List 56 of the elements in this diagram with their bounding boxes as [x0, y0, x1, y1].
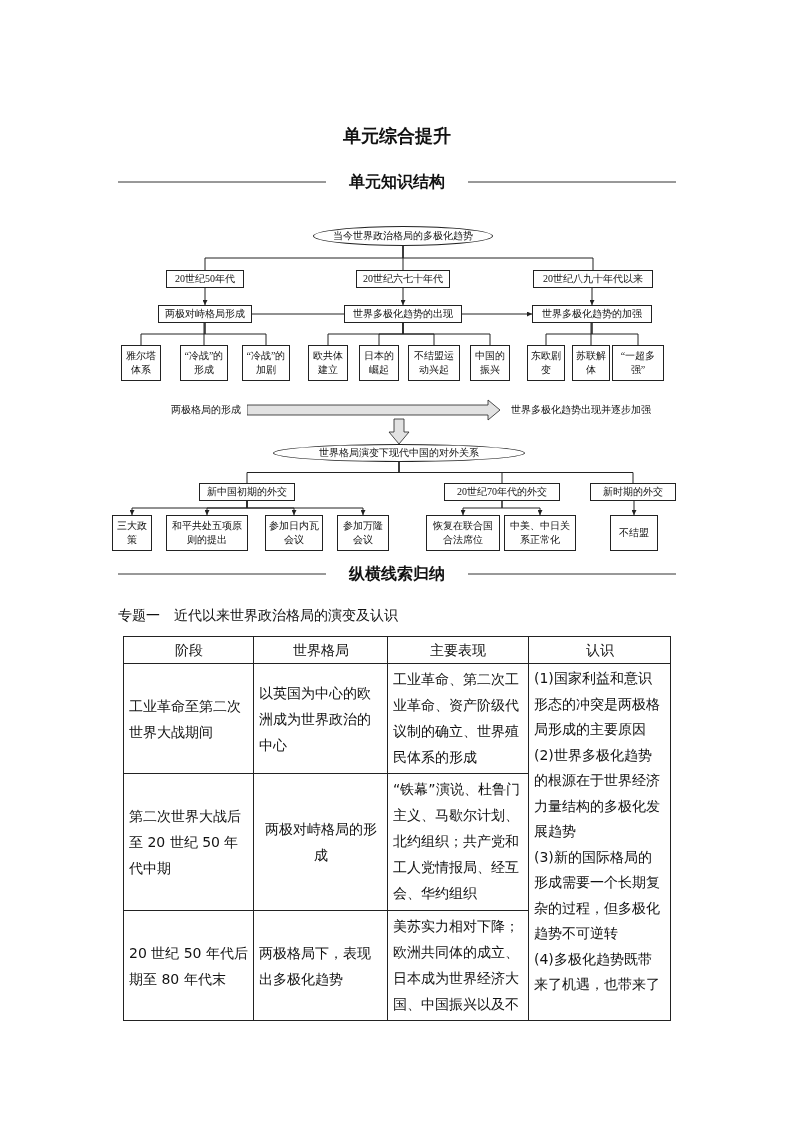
- topic-box: 20世纪50年代: [166, 270, 244, 288]
- topic-box: 恢复在联合国合法席位: [426, 515, 500, 551]
- topic-box: 苏联解体: [572, 345, 610, 381]
- topic-box: “冷战”的形成: [180, 345, 228, 381]
- column-header: 阶段: [123, 636, 254, 664]
- oval-node: 世界格局演变下现代中国的对外关系: [273, 444, 525, 462]
- topic-box: 20世纪八九十年代以来: [533, 270, 653, 288]
- topic-box: 三大政策: [112, 515, 152, 551]
- topic-box: 中国的振兴: [470, 345, 510, 381]
- cell-text: (3)新的国际格局的形成需要一个长期复杂的过程，但多极化趋势不可逆转: [534, 847, 661, 943]
- topic-box: 参加万隆会议: [337, 515, 389, 551]
- topic-box: 不结盟: [610, 515, 658, 551]
- topic-box: 20世纪70年代的外交: [444, 483, 560, 501]
- topic-box: 不结盟运动兴起: [408, 345, 460, 381]
- topic-box: 世界多极化趋势的出现: [344, 305, 462, 323]
- arrow: [501, 500, 543, 516]
- topic-box: 中美、中日关系正常化: [504, 515, 576, 551]
- connector-line: [402, 322, 491, 346]
- connector-line: [251, 313, 345, 315]
- block-arrow: [246, 399, 501, 421]
- connector-line: [204, 322, 267, 346]
- section-heading: 单元知识结构: [348, 171, 446, 193]
- topic-box: 参加日内瓦会议: [265, 515, 323, 551]
- topic-box: 世界多极化趋势的加强: [532, 305, 652, 323]
- page-title: 单元综合提升: [342, 124, 452, 148]
- section-heading: 纵横线索归纳: [347, 563, 446, 585]
- topic-box: 日本的崛起: [359, 345, 399, 381]
- arrow: [202, 287, 208, 306]
- arrow: [246, 500, 366, 516]
- block-arrow: [388, 418, 410, 445]
- topic-heading: 专题一 近代以来世界政治格局的演变及认识: [118, 607, 398, 625]
- topic-box: 20世纪六七十年代: [356, 270, 450, 288]
- cell-text: (1)国家利益和意识形态的冲突是两极格局形成的主要原因: [534, 669, 661, 739]
- cell-text: (2)世界多极化趋势的根源在于世界经济力量结构的多极化发展趋势: [534, 745, 661, 841]
- arrow: [589, 287, 595, 306]
- topic-box: 两极对峙格局形成: [158, 305, 252, 323]
- topic-box: 新中国初期的外交: [199, 483, 295, 501]
- topic-box: “一超多强”: [612, 345, 664, 381]
- topic-box: 新时期的外交: [590, 483, 676, 501]
- arrow: [461, 311, 533, 317]
- column-header: 认识: [528, 636, 671, 664]
- topic-box: 欧共体建立: [308, 345, 348, 381]
- topic-box: 东欧剧变: [527, 345, 565, 381]
- connector-line: [591, 322, 639, 346]
- cell-text: (4)多极化趋势既带来了机遇，也带来了: [534, 949, 661, 994]
- connector-line: [402, 245, 594, 271]
- arrow: [631, 500, 637, 516]
- connector-line: [398, 461, 634, 484]
- connector-line: [203, 322, 205, 346]
- arrow: [400, 287, 406, 306]
- connector-line: [590, 322, 592, 346]
- topic-box: 雅尔塔体系: [121, 345, 161, 381]
- topic-box: 和平共处五项原则的提出: [166, 515, 248, 551]
- table-cell: 20 世纪 50 年代后期至 80 年代末: [123, 910, 254, 1021]
- oval-node: 当今世界政治格局的多极化趋势: [313, 226, 493, 246]
- topic-box: “冷战”的加剧: [242, 345, 290, 381]
